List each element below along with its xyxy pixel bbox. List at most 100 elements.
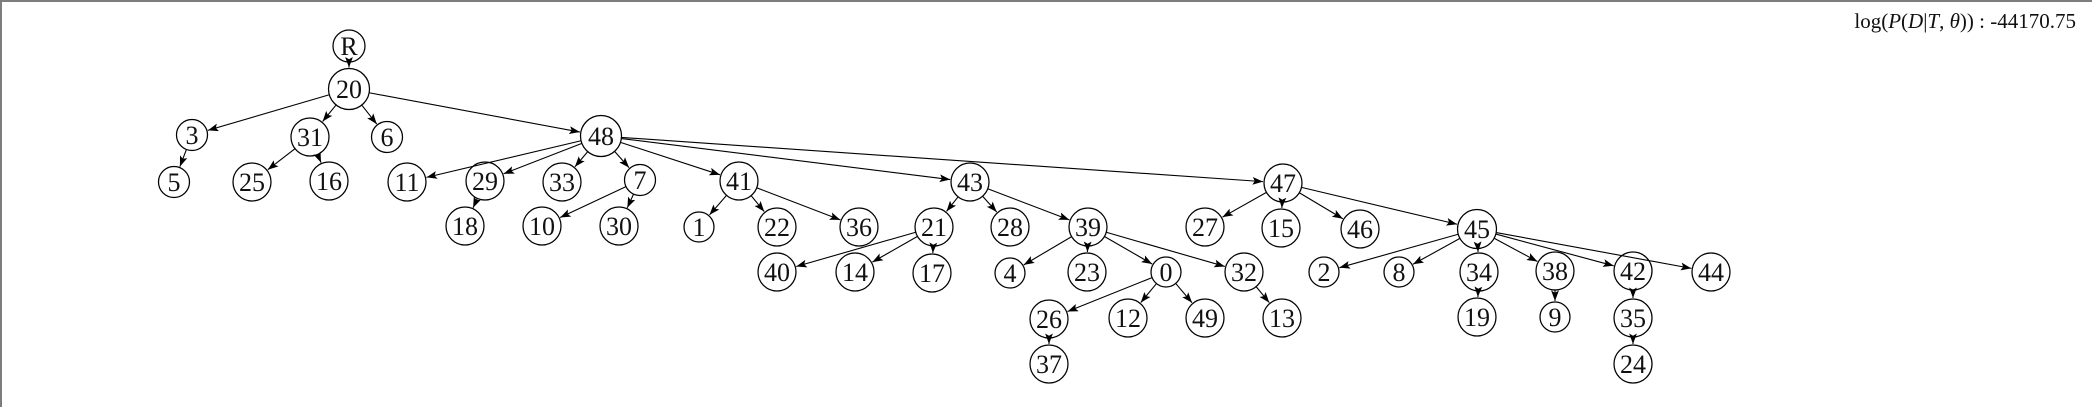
tree-node-label-36: 36 [846,213,872,242]
edge-48-7 [614,150,630,169]
edge-45-8 [1412,237,1461,265]
tree-node-circle-23 [1067,252,1107,292]
tree-node-circle-43 [950,162,990,202]
tree-node-circle-14 [835,252,875,292]
tree-node-label-10: 10 [529,212,555,241]
tree-node-circle-27 [1185,207,1225,247]
edge-45-38 [1493,237,1538,263]
edge-20-48 [369,92,580,134]
tree-node-circle-8 [1383,256,1415,288]
tree-node-label-21: 21 [921,213,947,242]
edge-3-5 [179,149,188,167]
tree-node-label-5: 5 [168,168,181,197]
tree-node-label-31: 31 [297,123,323,152]
tree-node-label-8: 8 [1393,258,1406,287]
tree-node-label-34: 34 [1466,258,1492,287]
tree-node-label-22: 22 [764,213,790,242]
edge-29-18 [472,196,481,208]
tree-node-label-27: 27 [1192,213,1218,242]
tree-node-label-35: 35 [1620,304,1646,333]
tree-node-circle-41 [719,161,759,201]
edge-7-30 [626,193,636,209]
tree-node-circle-25 [232,162,272,202]
tree-node-label-43: 43 [957,168,983,197]
tree-node-circle-49 [1185,298,1225,338]
tree-node-label-23: 23 [1074,258,1100,287]
tree-node-circle-6 [370,120,404,154]
tree-node-circle-31 [290,117,330,157]
tree-node-label-28: 28 [997,213,1023,242]
tree-node-circle-10 [522,206,562,246]
edge-48-29 [503,142,583,175]
tree-node-circle-15 [1261,208,1301,248]
tree-node-circle-22 [757,207,797,247]
tree-node-label-46: 46 [1347,215,1373,244]
tree-node-circle-18 [445,206,485,246]
tree-node-label-14: 14 [842,258,868,287]
tree-node-circle-7 [623,163,657,197]
tree-node-label-6: 6 [381,123,394,152]
edge-7-10 [559,186,627,218]
tree-node-label-12: 12 [1115,304,1141,333]
edge-45-42 [1495,233,1614,267]
tree-node-circle-0 [1150,256,1182,288]
tree-node-label-R: R [340,32,358,61]
tree-node-circle-20 [327,67,371,111]
tree-node-circle-32 [1224,252,1264,292]
edge-31-25 [267,148,296,171]
edge-20-3 [207,94,330,132]
tree-node-label-15: 15 [1268,214,1294,243]
tree-node-label-37: 37 [1036,350,1062,379]
edge-0-12 [1140,283,1157,303]
edge-0-49 [1175,283,1193,304]
tree-node-label-38: 38 [1542,257,1568,286]
tree-node-label-0: 0 [1160,258,1173,287]
tree-node-label-20: 20 [336,75,362,104]
edge-41-1 [709,194,727,216]
tree-node-label-30: 30 [606,212,632,241]
tree-node-circle-24 [1613,344,1653,384]
tree-node-label-13: 13 [1269,304,1295,333]
formula-text: )) : -44170.75 [1959,9,2076,33]
tree-node-label-19: 19 [1464,303,1490,332]
tree-node-label-48: 48 [588,122,614,151]
tree-node-label-11: 11 [394,168,419,197]
tree-node-circle-5 [157,165,191,199]
edge-48-43 [621,137,951,183]
edge-47-27 [1222,191,1267,218]
tree-node-circle-3 [175,118,209,152]
edge-39-0 [1104,236,1153,265]
formula-variable: θ [1949,9,1960,33]
formula-variable: T [1927,9,1940,33]
tree-node-circle-33 [542,162,582,202]
tree-node-circle-48 [579,114,623,158]
tree-node-circle-30 [599,206,639,246]
edge-47-46 [1299,192,1344,220]
edge-43-39 [987,188,1070,221]
tree-node-label-7: 7 [634,166,647,195]
tree-node-circle-9 [1539,301,1571,333]
tree-node-circle-40 [757,252,797,292]
tree-node-circle-29 [465,161,505,201]
tree-node-label-4: 4 [1004,259,1017,288]
tree-node-label-17: 17 [919,259,945,288]
tree-node-circle-46 [1340,209,1380,249]
tree-node-label-26: 26 [1036,305,1062,334]
edge-43-28 [982,195,998,213]
edge-48-47 [621,136,1264,185]
tree-node-label-24: 24 [1620,350,1646,379]
tree-node-circle-19 [1457,297,1497,337]
tree-node-label-39: 39 [1075,213,1101,242]
tree-node-circle-37 [1029,344,1069,384]
edge-45-2 [1339,233,1459,269]
edge-32-13 [1255,286,1270,303]
tree-node-label-29: 29 [472,167,498,196]
edge-21-14 [872,235,918,263]
edge-45-44 [1496,231,1692,271]
tree-node-label-25: 25 [239,168,265,197]
log-likelihood-label: log(P(D|T, θ)) : -44170.75 [1854,9,2076,34]
tree-node-label-18: 18 [452,212,478,241]
